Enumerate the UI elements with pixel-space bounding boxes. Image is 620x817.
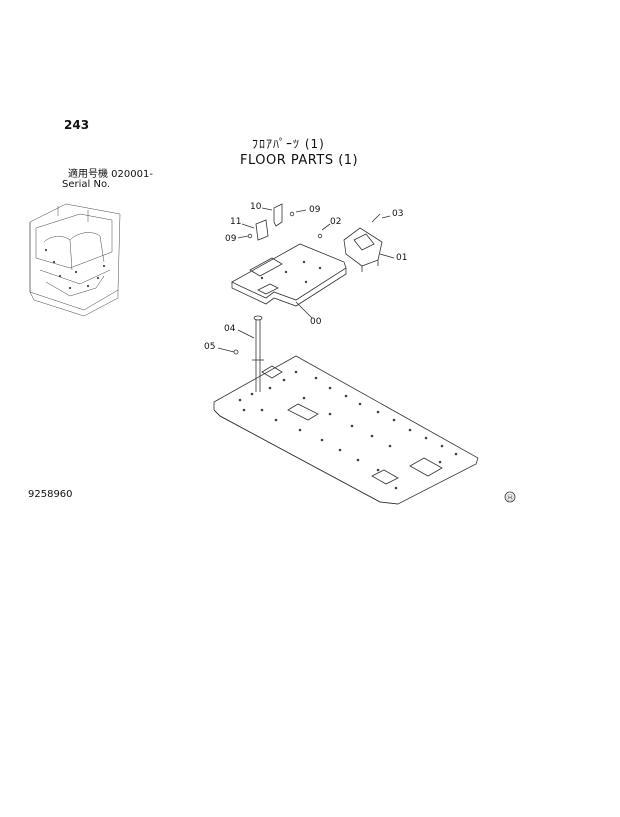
- applicability-label: 適用号機 020001-: [68, 169, 153, 180]
- bolt-part-09-lower: [247, 233, 253, 239]
- rod-part-04: [252, 315, 264, 392]
- part-label-09-upper: 09: [309, 205, 321, 215]
- page-title: FLOOR PARTS (1): [240, 153, 359, 168]
- floor-plate: [213, 355, 479, 505]
- drawing-number: 9258960: [28, 489, 73, 500]
- floor-plate-holes: [238, 370, 458, 490]
- part-label-02: 02: [330, 217, 342, 227]
- bolt-part-09-upper: [289, 211, 295, 217]
- part-label-09-lower: 09: [225, 234, 237, 244]
- bracket-part-11: [255, 219, 269, 241]
- nut-part-05: [233, 349, 239, 355]
- clamp-part-10: [273, 203, 283, 227]
- bracket-plate-part-00: [231, 243, 347, 307]
- page-number: 243: [64, 118, 90, 132]
- pin-part-03: [371, 213, 381, 223]
- circled-h-mark: Ⓗ: [504, 491, 516, 503]
- page-title-japanese: ﾌﾛｱﾊﾟｰﾂ (1): [252, 137, 325, 151]
- serial-number-label: Serial No.: [62, 179, 111, 190]
- cover-bracket-part-01: [343, 227, 383, 272]
- svg-text:Ⓗ: Ⓗ: [507, 494, 514, 502]
- part-label-01: 01: [396, 253, 408, 263]
- part-label-04: 04: [224, 324, 236, 334]
- part-label-03: 03: [392, 209, 404, 219]
- bolt-part-02: [317, 233, 323, 239]
- part-label-10: 10: [250, 202, 262, 212]
- part-label-00: 00: [310, 317, 322, 327]
- part-label-11: 11: [230, 217, 242, 227]
- part-label-05: 05: [204, 342, 216, 352]
